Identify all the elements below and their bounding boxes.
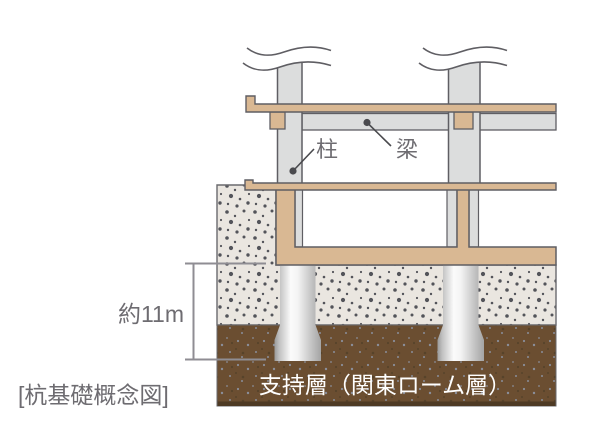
support-layer-label: 支持層（関東ローム層） [259, 372, 511, 398]
break-mask [419, 30, 507, 71]
column-label: 柱 [316, 137, 338, 162]
column-leader-line [292, 148, 315, 172]
break-mask [243, 30, 331, 71]
beam-band [301, 112, 557, 131]
column-leader-dot [289, 167, 297, 175]
wavy-line-upper [246, 46, 332, 56]
basement-column-strips [294, 188, 480, 248]
basement-column-strip [468, 188, 480, 248]
pile-left [274, 265, 321, 361]
beam-callout: 梁 [363, 118, 418, 162]
depth-label: 約11m [118, 301, 184, 327]
break-symbol-left [242, 30, 332, 71]
wavy-line-upper [422, 46, 508, 56]
break-symbol-right [418, 30, 508, 71]
beam-leader-line [366, 121, 392, 147]
upper-floor-slab [245, 95, 557, 113]
wavy-line-lower [242, 61, 332, 71]
diagram-caption: [杭基礎概念図] [18, 382, 169, 408]
pile-right [437, 265, 484, 361]
beam-leader-dot [363, 118, 371, 127]
ground-floor-slab [244, 179, 557, 191]
wavy-line-lower [418, 61, 508, 71]
support-layer-bottom-edge [217, 401, 556, 406]
basement-column-strip [294, 188, 304, 248]
basement-column-strip [446, 188, 458, 248]
beam-label: 梁 [396, 137, 418, 162]
support-layer [216, 324, 557, 407]
dimension-11m [185, 262, 266, 361]
column-callout: 柱 [289, 137, 338, 175]
beam-pocket-right [453, 111, 474, 130]
footing-and-basement-walls [275, 187, 557, 266]
beam-pocket-left [269, 111, 286, 130]
